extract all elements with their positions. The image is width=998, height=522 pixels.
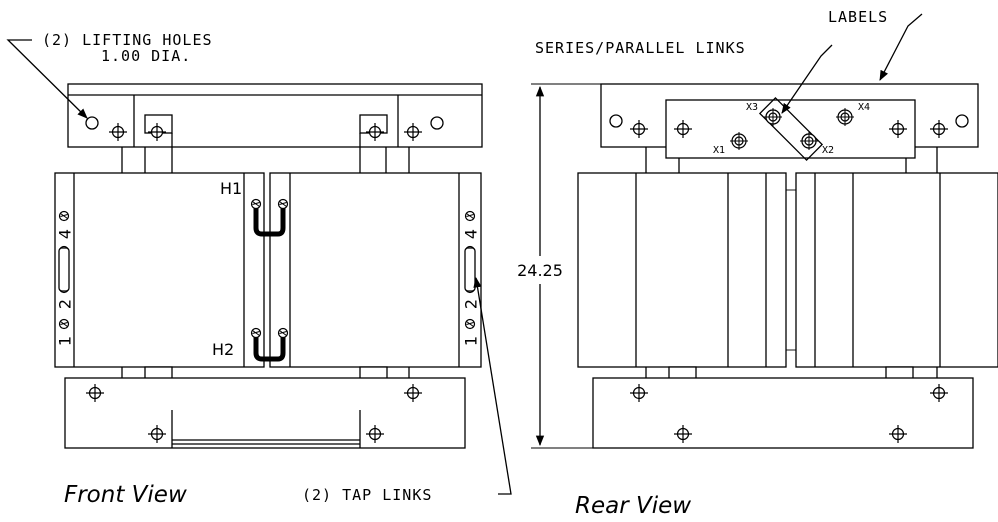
rear-view: X1 X2 X3 X4 <box>517 83 998 449</box>
rear-coil-right <box>795 172 998 368</box>
terminal-h2-label: H2 <box>212 340 234 359</box>
rear-view-caption: Rear View <box>575 493 691 519</box>
labels-callout-text: LABELS <box>828 8 888 26</box>
tap-link-right <box>464 247 476 292</box>
left-tap-strip: 4 2 1 <box>56 210 75 346</box>
front-top-bracket <box>67 83 483 148</box>
callout-lifting-holes: (2) LIFTING HOLES 1.00 DIA. <box>6 31 213 119</box>
rear-coil-left <box>577 172 787 368</box>
lifting-hole-left <box>85 116 99 130</box>
tap-number-left-2: 2 <box>56 299 75 309</box>
series-parallel-links-callout-text: SERIES/PARALLEL LINKS <box>535 39 746 57</box>
lifting-hole-right <box>430 116 444 130</box>
front-coil-right <box>269 172 482 368</box>
tap-number-right-2: 2 <box>462 299 481 309</box>
front-view-caption: Front View <box>64 482 187 508</box>
rear-terminal-board: X1 X2 X3 X4 <box>665 96 916 162</box>
rear-bottom-bracket <box>592 377 974 449</box>
terminal-x2-label: X2 <box>822 145 834 156</box>
terminal-x4-label: X4 <box>858 102 870 113</box>
terminal-h1-label: H1 <box>220 179 242 198</box>
terminal-h1 <box>250 198 289 237</box>
terminal-h2 <box>250 327 289 362</box>
series-parallel-link <box>758 96 824 162</box>
tap-number-right-1: 1 <box>462 336 481 346</box>
callout-tap-links: (2) TAP LINKS <box>302 276 512 504</box>
tap-number-left-4: 4 <box>56 229 75 239</box>
tap-links-callout-text: (2) TAP LINKS <box>302 486 432 504</box>
right-tap-strip: 4 2 1 <box>462 210 481 346</box>
front-view: 4 2 1 4 2 1 H1 H2 <box>54 83 483 449</box>
tap-number-right-4: 4 <box>462 229 481 239</box>
rear-lifting-hole-left <box>609 114 623 128</box>
height-dimension: 24.25 <box>517 83 601 449</box>
front-bottom-bracket <box>64 377 466 449</box>
terminal-x3-label: X3 <box>746 102 758 113</box>
callout-labels: LABELS <box>828 8 923 81</box>
lifting-holes-label-line2: 1.00 DIA. <box>101 47 191 65</box>
tap-link-left <box>58 247 70 292</box>
terminal-x1-label: X1 <box>713 145 725 156</box>
front-coil-left <box>54 172 265 368</box>
lifting-holes-label-line1: (2) LIFTING HOLES <box>42 31 213 49</box>
height-dimension-label: 24.25 <box>517 261 563 280</box>
tap-number-left-1: 1 <box>56 336 75 346</box>
rear-lifting-hole-right <box>955 114 969 128</box>
callout-series-parallel-links: SERIES/PARALLEL LINKS <box>535 39 833 114</box>
